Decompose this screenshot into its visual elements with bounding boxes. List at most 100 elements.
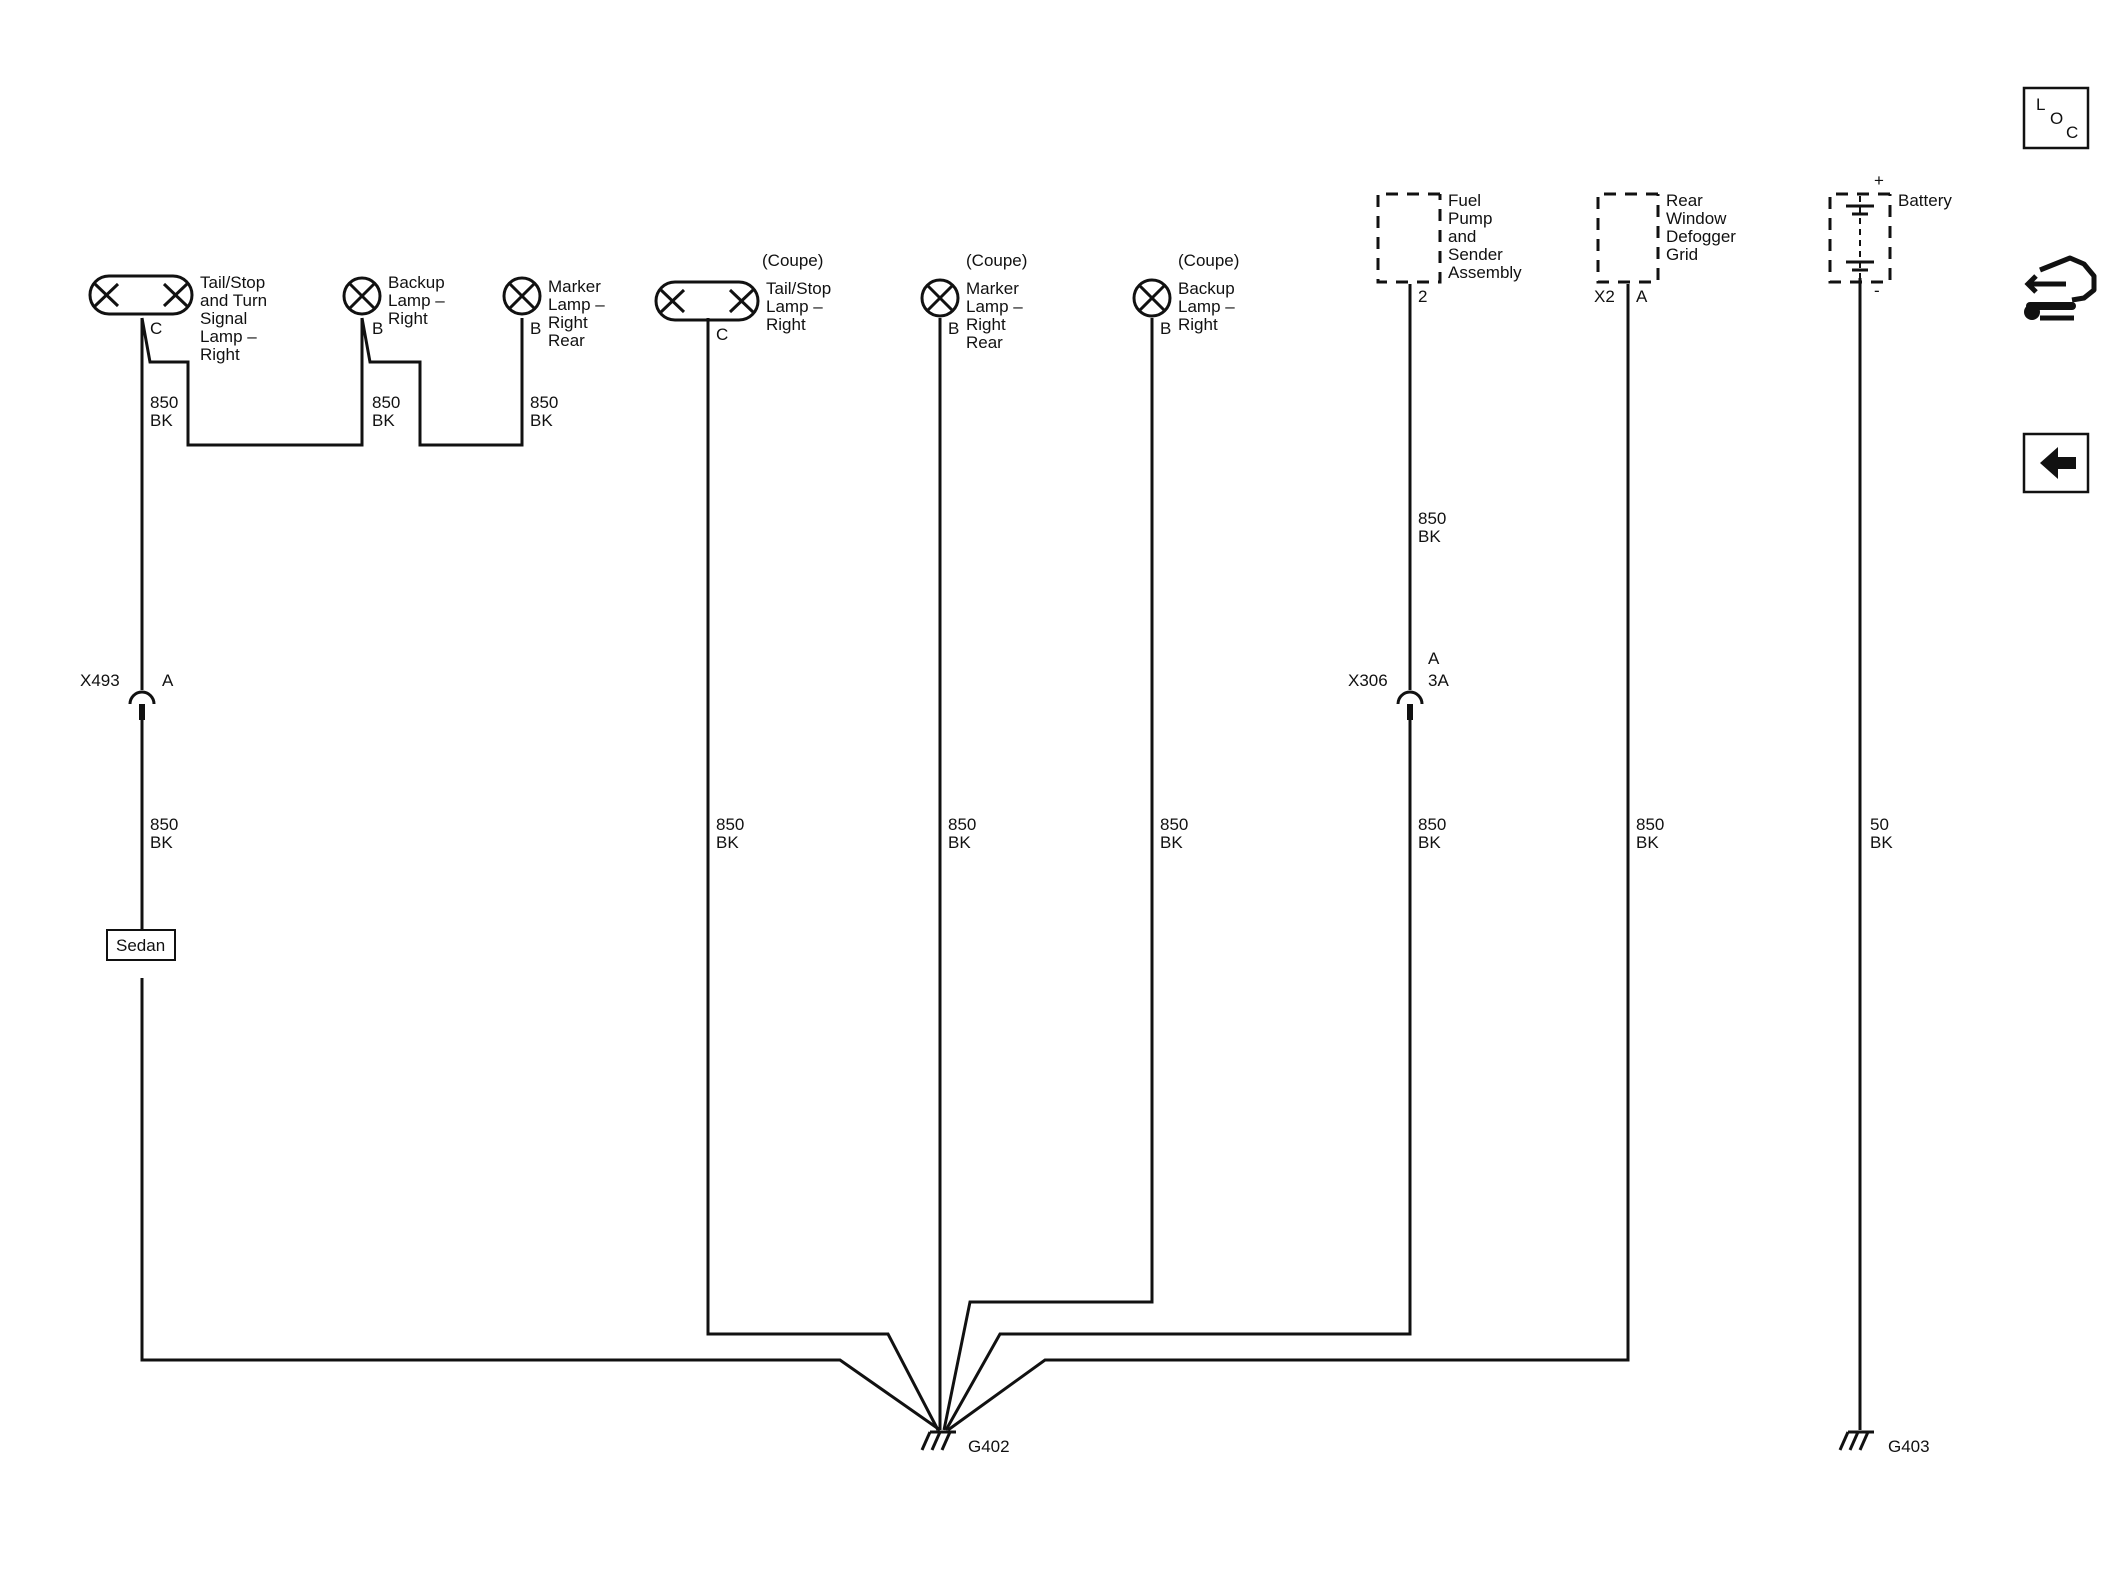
component-name-line: Right [966,315,1006,334]
component-name-line: Rear [1666,191,1703,210]
ground-g402: G402 [920,1430,1010,1456]
wire-tail-stop-coupe [706,318,940,1431]
connector-name: X306 [1348,671,1388,690]
component-name-line: Grid [1666,245,1698,264]
ground-label: G402 [968,1437,1010,1456]
connector-info-icon[interactable] [2024,255,2097,321]
component-name-line: Lamp – [548,295,605,314]
wire-color: BK [716,833,739,852]
loc-letter-l: L [2036,95,2045,114]
back-arrow-button[interactable] [2022,432,2090,494]
pin-label: C [716,325,728,344]
component-name-line: Fuel [1448,191,1481,210]
component-name-line: Right [766,315,806,334]
component-name-line: Tail/Stop [766,279,831,298]
back-arrow-icon [2040,447,2076,479]
connector-x493: X493 A [80,671,174,720]
wire-gauge: 850 [1418,815,1446,834]
wire-tail-stop-sedan-lower [140,978,941,1432]
wire-color: BK [530,411,553,430]
variant-label: (Coupe) [762,251,823,270]
wire-color: BK [372,411,395,430]
tail-stop-lamp-coupe: (Coupe) C Tail/Stop Lamp – Right [654,251,831,344]
marker-lamp-sedan: B Marker Lamp – Right Rear [502,276,605,350]
connector-name: X493 [80,671,120,690]
wire-gauge: 850 [716,815,744,834]
pin-label: B [530,319,541,338]
wire-rear-defogger [947,284,1630,1432]
wire-gauge: 850 [372,393,400,412]
tail-stop-turn-lamp-sedan: C Tail/Stop and Turn Signal Lamp – Right [88,273,267,364]
component-name-line: Pump [1448,209,1492,228]
component-name-line: Sender [1448,245,1503,264]
backup-lamp-coupe: (Coupe) B Backup Lamp – Right [1132,251,1239,338]
ground-label: G403 [1888,1437,1930,1456]
component-name-line: Rear [548,331,585,350]
component-name-line: Lamp – [1178,297,1235,316]
wire-color: BK [948,833,971,852]
wire-color: BK [1870,833,1893,852]
pin-label: A [1636,287,1648,306]
component-name-line: and Turn [200,291,267,310]
option-box-sedan: Sedan [106,929,176,961]
battery-minus: - [1874,281,1880,300]
wire-color: BK [150,411,173,430]
component-name-line: Signal [200,309,247,328]
wire-gauge: 850 [1418,509,1446,528]
wire-network [140,278,1862,1432]
component-name-line: Backup [388,273,445,292]
connector-label: X2 [1594,287,1615,306]
connector-pin: A [1428,649,1440,668]
wire-sedan-tail-backup-jumper [140,317,364,447]
component-name-line: Lamp – [766,297,823,316]
ground-g403: G403 [1838,1430,1930,1456]
component-name-line: Battery [1898,191,1952,210]
rear-window-defogger-grid: X2 A Rear Window Defogger Grid [1594,191,1736,306]
pin-label: B [948,319,959,338]
battery-plus: + [1874,171,1884,190]
wire-color: BK [1160,833,1183,852]
pin-label: B [372,319,383,338]
connector-pin: A [162,671,174,690]
battery: + - Battery [1828,171,1952,300]
component-name-line: Lamp – [200,327,257,346]
wire-fuel-pump-lower [944,706,1412,1431]
wire-gauge: 850 [948,815,976,834]
component-name-line: Tail/Stop [200,273,265,292]
wire-sedan-backup-marker-jumper [360,317,524,447]
component-name-line: Lamp – [388,291,445,310]
connector-x306: X306 A 3A [1348,649,1449,720]
wire-gauge: 850 [1636,815,1664,834]
component-name-line: Right [388,309,428,328]
wire-color: BK [1418,527,1441,546]
component-name-line: Rear [966,333,1003,352]
wire-gauge: 50 [1870,815,1889,834]
pin-label: C [150,319,162,338]
option-box-label: Sedan [116,936,165,955]
component-name-line: and [1448,227,1476,246]
pin-label: 2 [1418,287,1427,306]
variant-label: (Coupe) [1178,251,1239,270]
variant-label: (Coupe) [966,251,1027,270]
component-name-line: Window [1666,209,1727,228]
loc-letter-o: O [2050,109,2063,128]
wire-gauge: 850 [150,815,178,834]
component-name-line: Lamp – [966,297,1023,316]
loc-letter-c: C [2066,123,2078,142]
pin-label: B [1160,319,1171,338]
backup-lamp-sedan: B Backup Lamp – Right [342,273,445,338]
wire-color: BK [1636,833,1659,852]
wire-gauge: 850 [1160,815,1188,834]
connector-pin: 3A [1428,671,1449,690]
component-name-line: Right [1178,315,1218,334]
component-name-line: Assembly [1448,263,1522,282]
component-name-line: Right [548,313,588,332]
component-name-line: Backup [1178,279,1235,298]
wire-backup-coupe [942,318,1154,1431]
wire-color: BK [1418,833,1441,852]
wire-gauge: 850 [150,393,178,412]
component-locator-button[interactable]: L O C [2022,86,2090,150]
component-name-line: Marker [966,279,1019,298]
wire-gauge: 850 [530,393,558,412]
